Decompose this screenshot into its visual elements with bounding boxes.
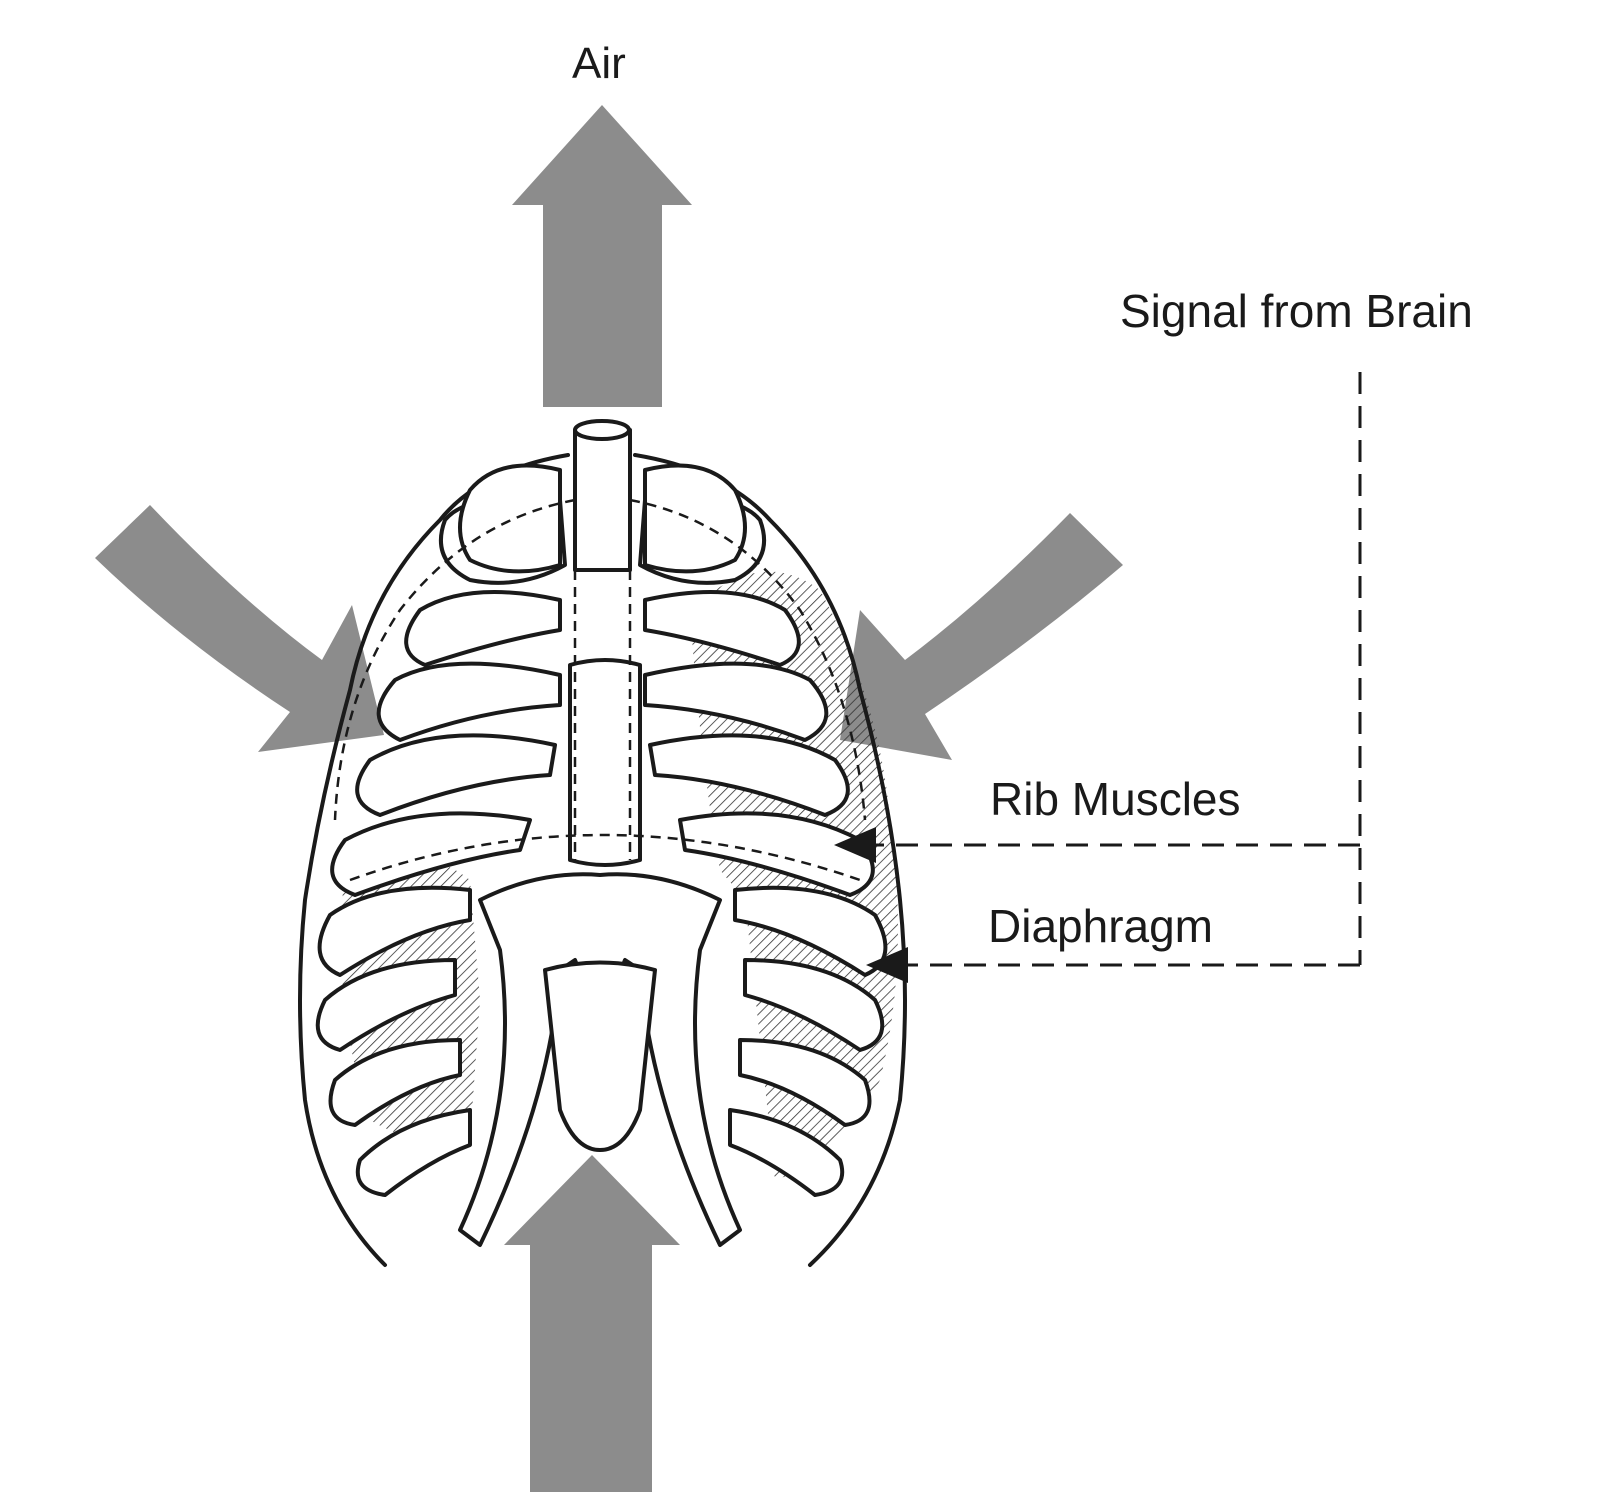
rib-cage <box>298 419 907 1267</box>
gray-arrows <box>95 105 1123 1492</box>
rib-muscles-label: Rib Muscles <box>990 773 1241 825</box>
trachea-opening <box>573 419 631 441</box>
right-curved-arrow-icon <box>840 513 1123 760</box>
trachea <box>573 428 632 572</box>
lung-right-outline <box>629 498 867 821</box>
air-out-arrow-icon <box>512 105 692 407</box>
diaphragm-dome <box>349 833 861 882</box>
sternum <box>568 658 642 867</box>
left-curved-arrow-icon <box>95 505 384 752</box>
air-label: Air <box>572 39 626 88</box>
lung-left-outline <box>333 498 576 821</box>
upper-rib-loop-right <box>643 463 747 574</box>
lung-outline <box>573 570 632 860</box>
diaphragm-up-arrow-icon <box>504 1155 680 1492</box>
diaphragm-label: Diaphragm <box>988 900 1213 952</box>
upper-rib-loop-left <box>458 463 562 574</box>
signal-from-brain-label: Signal from Brain <box>1120 285 1473 337</box>
rib-outline-right <box>633 453 907 1267</box>
signal-lines <box>834 372 1362 983</box>
lower-sternum <box>543 960 657 1152</box>
rib-outline-left <box>298 453 570 1267</box>
